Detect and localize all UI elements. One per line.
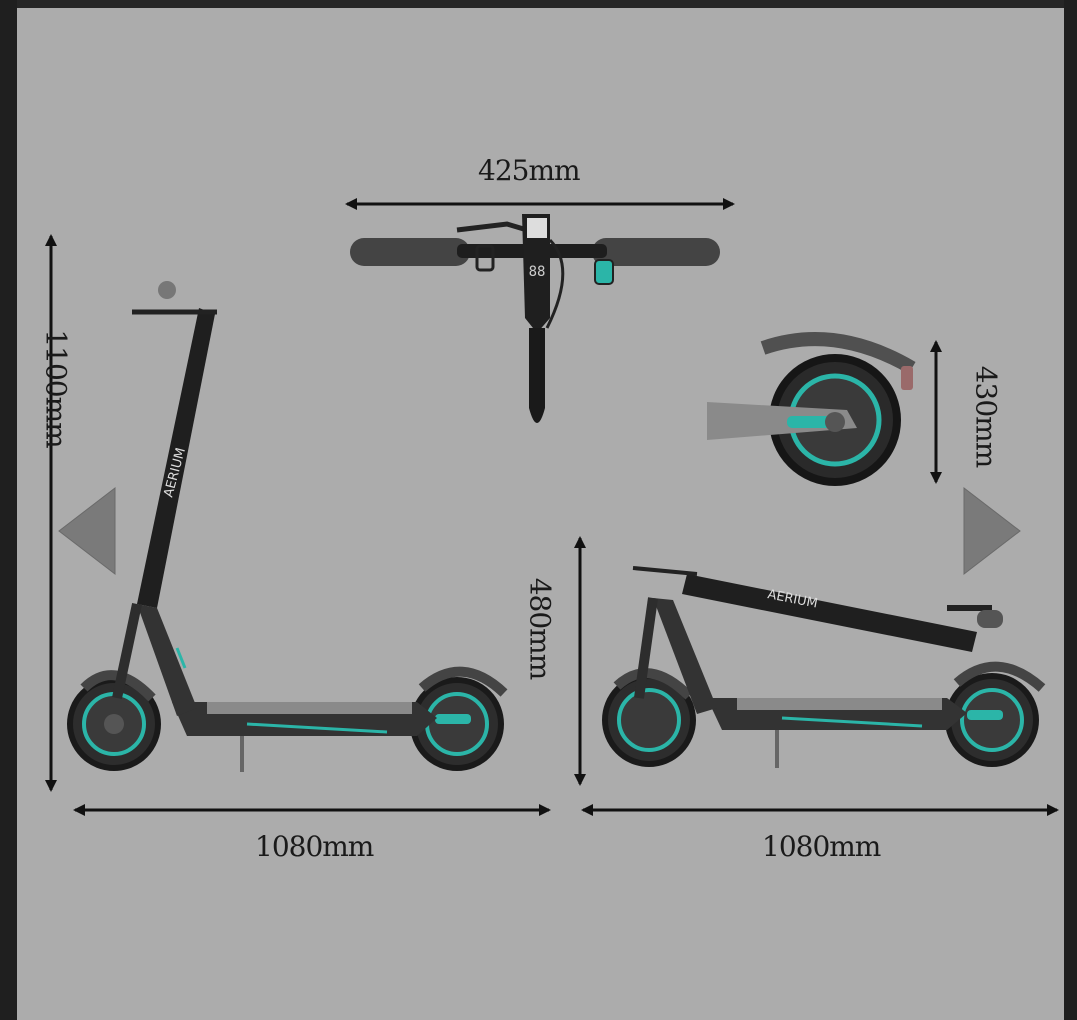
- previous-image-button[interactable]: [57, 486, 117, 576]
- image-viewer: 88: [17, 8, 1064, 1020]
- scooter-side-view: AERIUM: [67, 281, 508, 772]
- handlebar-top-view: 88: [350, 214, 720, 423]
- window-right-edge: [1064, 0, 1077, 1020]
- window-top-edge: [0, 0, 1077, 8]
- height-label: 1100mm: [39, 329, 73, 448]
- handlebar-width-label: 425mm: [478, 154, 581, 187]
- length-unfolded-label: 1080mm: [255, 830, 374, 863]
- product-dimension-diagram: 88: [45, 198, 1059, 816]
- chevron-right-icon: [963, 486, 1021, 576]
- window-left-edge: [0, 0, 17, 1020]
- scooter-folded-view: AERIUM: [602, 566, 1046, 768]
- svg-text:88: 88: [529, 264, 546, 280]
- next-image-button[interactable]: [962, 486, 1022, 576]
- length-folded-label: 1080mm: [762, 830, 881, 863]
- folded-height-label: 480mm: [523, 577, 557, 680]
- wheel-detail-view: [707, 332, 916, 486]
- chevron-left-icon: [58, 486, 116, 576]
- wheel-diameter-label: 430mm: [969, 365, 1003, 468]
